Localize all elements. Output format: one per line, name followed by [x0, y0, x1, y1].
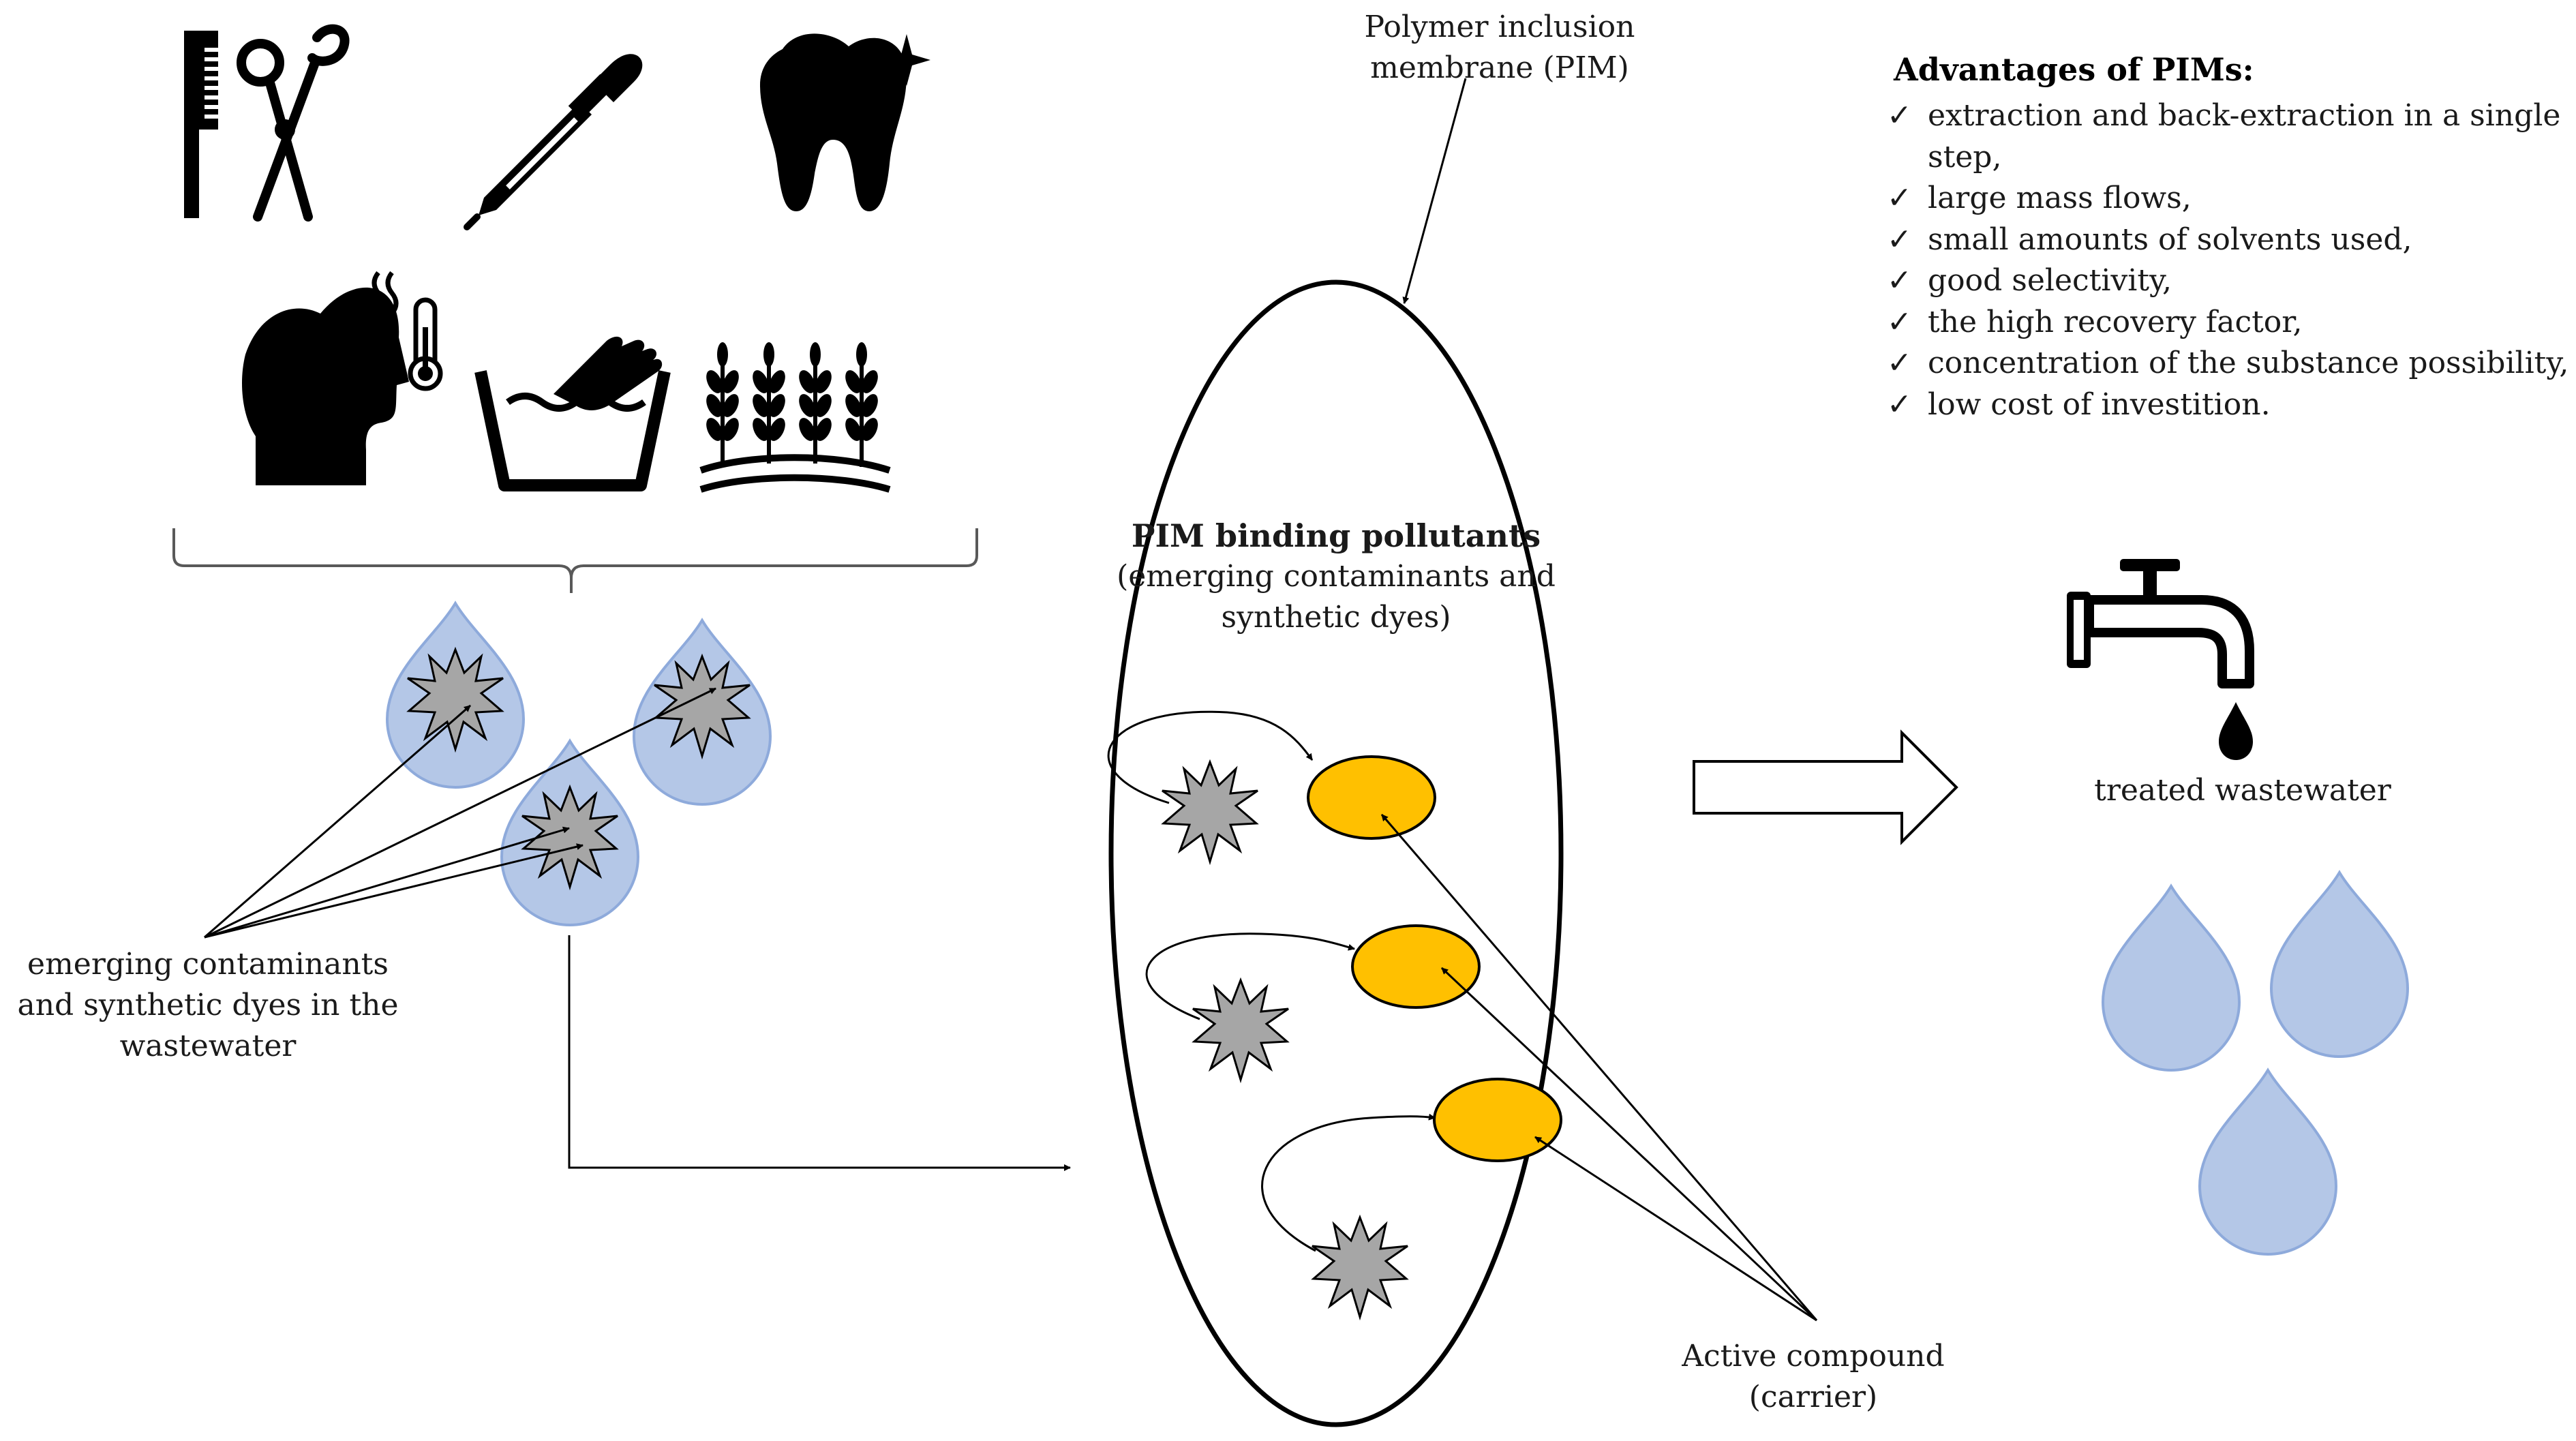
- advantages-title: Advantages of PIMs:: [1894, 51, 2254, 88]
- advantage-item: ✓good selectivity,: [1887, 260, 2569, 302]
- advantage-item: ✓concentration of the substance possibil…: [1887, 343, 2569, 384]
- water-tap-icon: [2067, 559, 2254, 760]
- binding-arrows: [1107, 710, 1436, 1252]
- checkmark-icon: ✓: [1887, 181, 1912, 215]
- active-compound-line2: (carrier): [1748, 1380, 1878, 1414]
- checkmark-icon: ✓: [1887, 263, 1912, 298]
- droplet-clean: [2270, 871, 2409, 1058]
- treated-wastewater-label: treated wastewater: [2094, 773, 2391, 808]
- contaminants-line3: wastewater: [119, 1029, 297, 1063]
- pim-binding-title: PIM binding pollutants: [1131, 517, 1541, 554]
- grouping-brace: [172, 528, 978, 593]
- pim-binding-line2: (emerging contaminants and: [1117, 559, 1556, 594]
- pim-binding-line3: synthetic dyes): [1221, 600, 1451, 635]
- advantage-item: ✓the high recovery factor,: [1887, 302, 2569, 344]
- flow-to-membrane-arrow: [568, 935, 1071, 1171]
- active-compound-arrows: [1380, 814, 1818, 1322]
- droplet-polluted: [500, 740, 639, 926]
- droplet-clean: [2102, 885, 2241, 1072]
- output-arrow: [1693, 729, 1958, 845]
- tooth-icon: [760, 33, 930, 212]
- advantage-item: ✓extraction and back-extraction in a sin…: [1887, 95, 2569, 137]
- droplet-clean: [2198, 1069, 2337, 1256]
- scissors-icon: [237, 24, 350, 222]
- pim-label: Polymer inclusion membrane (PIM): [1333, 7, 1667, 89]
- checkmark-icon: ✓: [1887, 304, 1912, 339]
- wheat-field-icon: [699, 342, 891, 493]
- checkmark-icon: ✓: [1887, 222, 1912, 257]
- active-compound-line1: Active compound: [1682, 1339, 1945, 1374]
- advantages-list: ✓extraction and back-extraction in a sin…: [1887, 95, 2569, 425]
- carrier: [1351, 924, 1481, 1009]
- advantage-item: ✓large mass flows,: [1887, 178, 2569, 219]
- pim-binding-caption: PIM binding pollutants (emerging contami…: [1091, 515, 1581, 638]
- advantage-item: ✓small amounts of solvents used,: [1887, 219, 2569, 261]
- pim-label-arrow: [1402, 78, 1467, 304]
- pim-label-line1: Polymer inclusion: [1364, 10, 1635, 44]
- thermometer-icon: [408, 297, 443, 391]
- carrier: [1433, 1078, 1562, 1162]
- checkmark-icon: ✓: [1887, 98, 1912, 133]
- pim-label-line2: membrane (PIM): [1370, 50, 1629, 85]
- advantage-item: step,: [1928, 139, 2002, 175]
- advantage-item: ✓low cost of investition.: [1887, 384, 2569, 426]
- dropper-icon: [464, 54, 643, 230]
- contaminants-line2: and synthetic dyes in the: [17, 988, 399, 1022]
- contaminants-label: emerging contaminants and synthetic dyes…: [0, 944, 416, 1067]
- contaminants-line1: emerging contaminants: [27, 947, 389, 982]
- active-compound-label: Active compound (carrier): [1622, 1336, 2004, 1418]
- comb-icon: [184, 31, 218, 218]
- contaminant-pointer-arrows: [204, 687, 716, 939]
- carrier: [1307, 755, 1436, 840]
- checkmark-icon: ✓: [1887, 386, 1912, 422]
- head-fever-icon: [242, 271, 409, 485]
- droplet-polluted: [633, 619, 772, 806]
- checkmark-icon: ✓: [1887, 346, 1912, 380]
- washbasin-hand-icon: [474, 336, 671, 491]
